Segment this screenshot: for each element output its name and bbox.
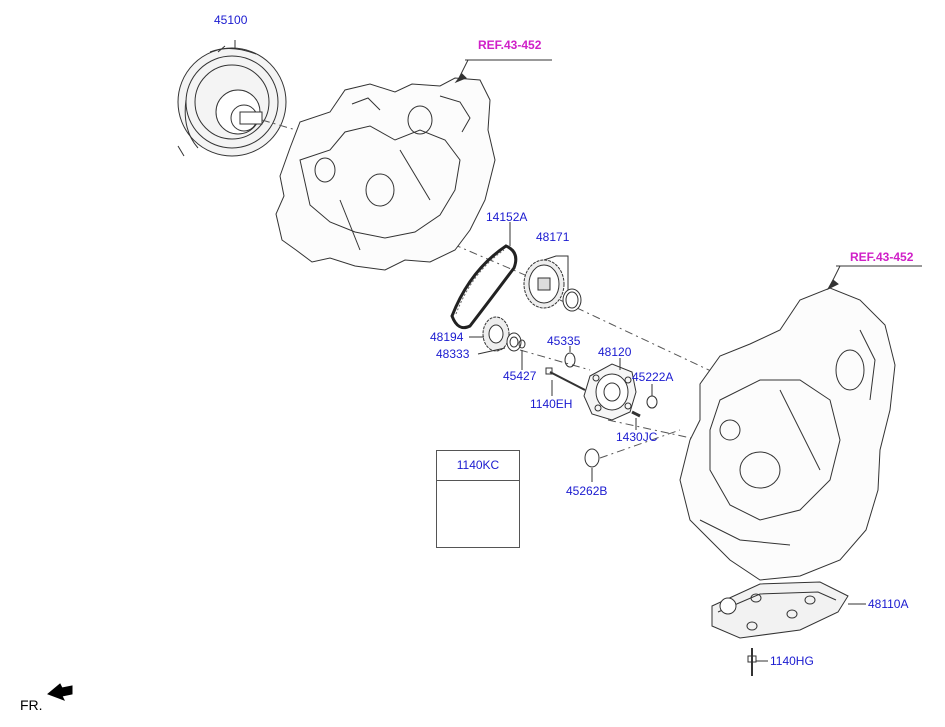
legend-box-1140KC[interactable]: 1140KC bbox=[436, 450, 520, 548]
driven-sprocket[interactable] bbox=[523, 259, 582, 312]
front-direction-label: FR. bbox=[20, 697, 43, 713]
part-label-1140HG[interactable]: 1140HG bbox=[770, 654, 814, 668]
part-label-48120[interactable]: 48120 bbox=[598, 345, 632, 359]
part-label-45427[interactable]: 45427 bbox=[503, 369, 537, 383]
part-label-48194[interactable]: 48194 bbox=[430, 330, 464, 344]
part-label-1140EH[interactable]: 1140EH bbox=[530, 397, 573, 411]
oil-filter[interactable] bbox=[711, 581, 849, 639]
oil-pump[interactable] bbox=[583, 363, 637, 421]
part-label-48171[interactable]: 48171 bbox=[536, 230, 570, 244]
ref-label-top[interactable]: REF.43-452 bbox=[478, 38, 542, 52]
part-label-14152A[interactable]: 14152A bbox=[486, 210, 528, 224]
drive-chain[interactable] bbox=[450, 244, 518, 330]
part-label-45100[interactable]: 45100 bbox=[214, 13, 248, 27]
drive-sprocket[interactable] bbox=[482, 316, 526, 352]
dowel-pin[interactable] bbox=[631, 410, 641, 418]
part-label-48110A[interactable]: 48110A bbox=[868, 597, 909, 611]
part-label-1430JC[interactable]: 1430JC bbox=[616, 430, 658, 444]
torque-converter[interactable] bbox=[177, 40, 287, 157]
part-label-45262B[interactable]: 45262B bbox=[566, 484, 608, 498]
part-label-45222A[interactable]: 45222A bbox=[632, 370, 674, 384]
part-label-48333[interactable]: 48333 bbox=[436, 347, 470, 361]
ref-label-right[interactable]: REF.43-452 bbox=[850, 250, 914, 264]
front-arrow-icon bbox=[47, 683, 73, 701]
lower-transmission-case[interactable] bbox=[679, 287, 896, 581]
legend-box-title: 1140KC bbox=[456, 458, 500, 472]
upper-transmission-case[interactable] bbox=[275, 77, 496, 271]
pump-bolt[interactable] bbox=[545, 367, 586, 391]
filter-bolt[interactable] bbox=[747, 648, 757, 676]
part-label-45335[interactable]: 45335 bbox=[547, 334, 581, 348]
legend-box-header: 1140KC bbox=[437, 451, 519, 481]
